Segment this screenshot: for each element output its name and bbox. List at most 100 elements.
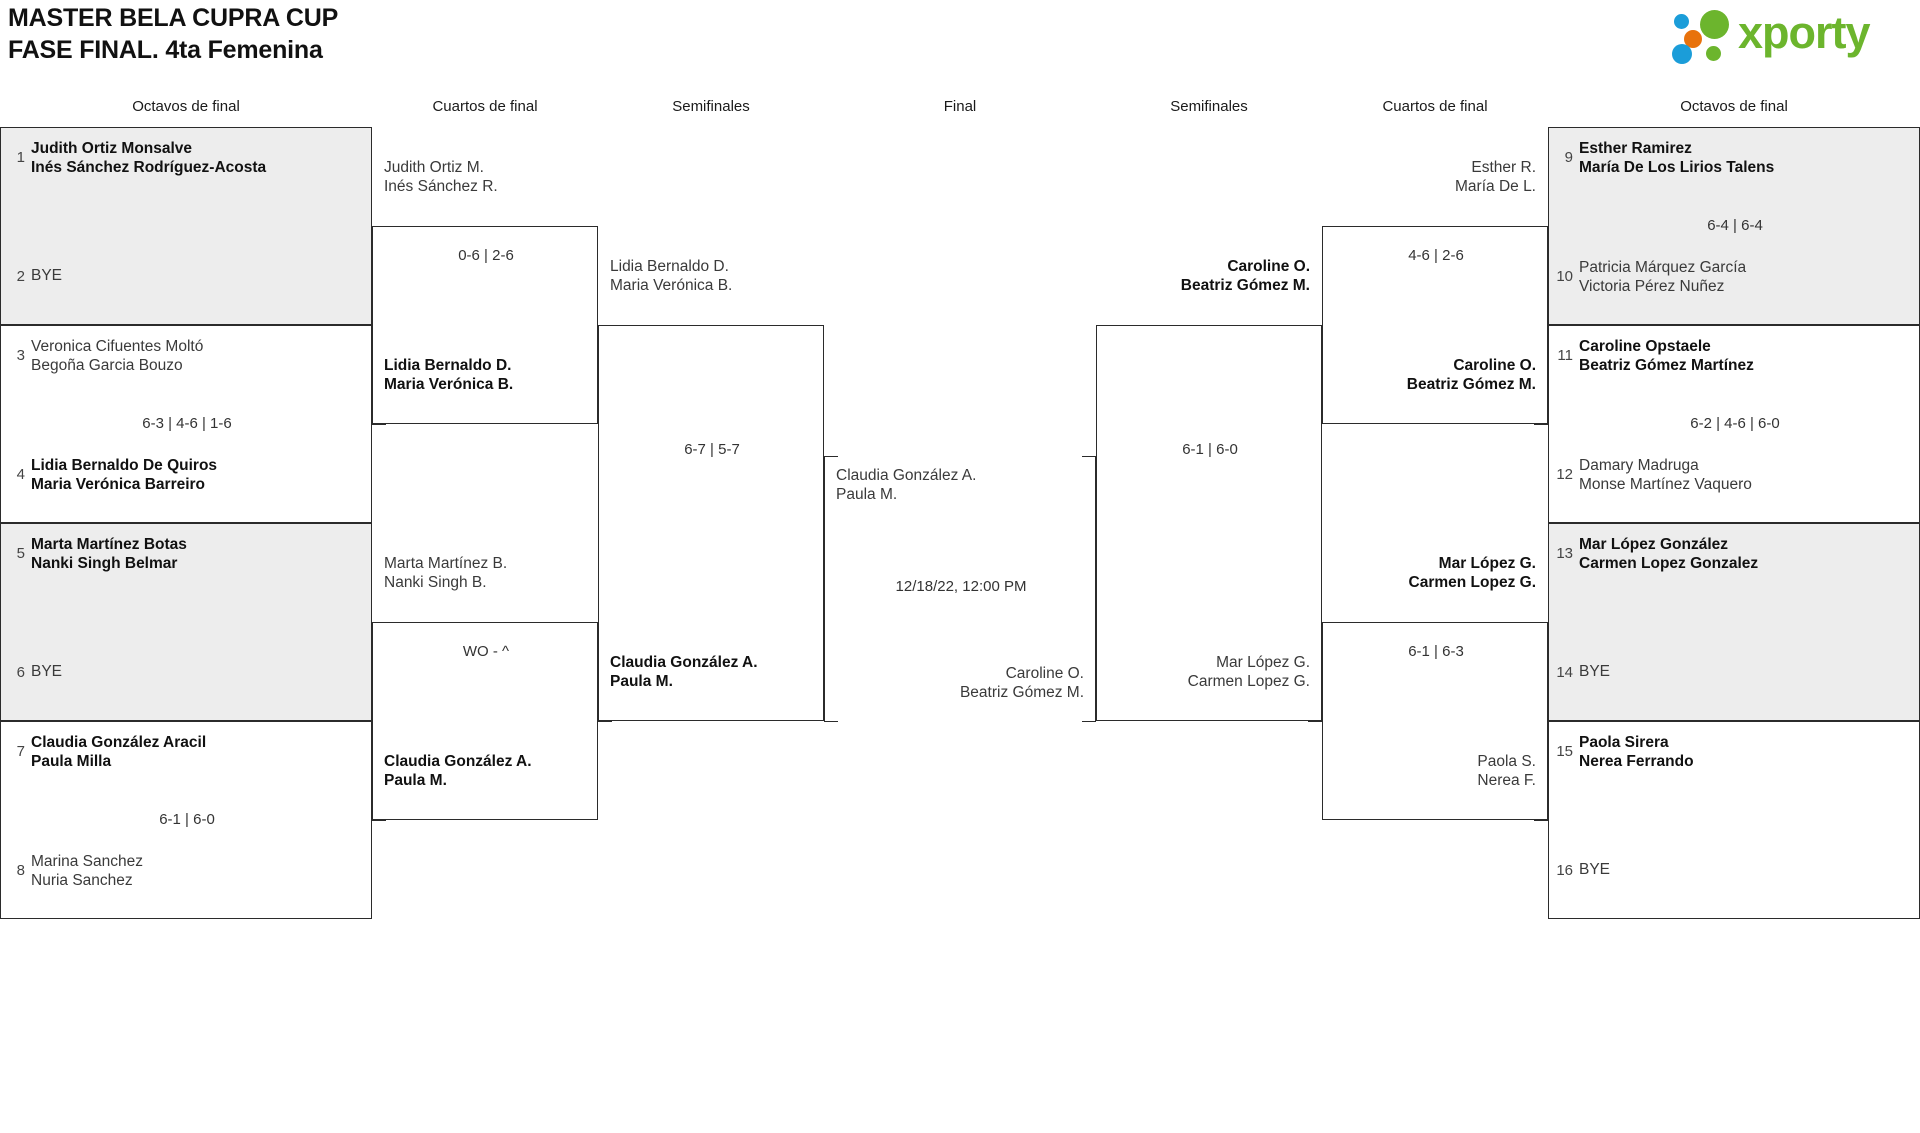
seed-number: 15	[1556, 743, 1573, 760]
team-name-top: Judith Ortiz Monsalve	[31, 140, 193, 157]
team-name-top: Caroline O.	[1227, 258, 1310, 275]
seed-number: 14	[1556, 664, 1573, 681]
match-box-right-r16-4[interactable]: 15 Paola Sirera Nerea Ferrando 16 BYE	[1548, 721, 1920, 919]
match-box-right-r16-2[interactable]: 11 Caroline Opstaele Beatriz Gómez Martí…	[1548, 325, 1920, 523]
connector-line	[824, 721, 838, 722]
team-name-top: Mar López G.	[1438, 555, 1536, 572]
team-name-bottom: Paola S.	[1477, 753, 1536, 770]
final-datetime: 12/18/22, 12:00 PM	[895, 578, 1027, 595]
team-partner-top: María De L.	[1455, 178, 1536, 195]
team-partner-bottom: Paula M.	[610, 673, 673, 690]
match-box-left-r16-4[interactable]: 7 Claudia González Aracil Paula Milla 6-…	[0, 721, 372, 919]
bye-label-bottom: BYE	[1579, 861, 1611, 878]
match-box-right-r16-1[interactable]: 9 Esther Ramirez María De Los Lirios Tal…	[1548, 127, 1920, 325]
seed-number: 11	[1557, 347, 1573, 364]
match-score: 6-1 | 6-0	[159, 811, 215, 828]
match-score: WO - ^	[462, 643, 510, 660]
team-name-top: Esther Ramirez	[1579, 140, 1692, 157]
match-score: 6-3 | 4-6 | 1-6	[142, 415, 232, 432]
round-header-right-sf: Semifinales	[1170, 98, 1248, 115]
seed-number: 6	[16, 664, 25, 681]
team-partner-top: Inés Sánchez Rodríguez-Acosta	[31, 159, 267, 176]
tournament-name: MASTER BELA CUPRA CUP	[8, 4, 339, 32]
team-partner-top: Beatriz Gómez M.	[1180, 277, 1310, 294]
connector-line	[1308, 721, 1322, 722]
tournament-phase: FASE FINAL. 4ta Femenina	[8, 36, 323, 64]
connector-line	[1082, 456, 1096, 457]
team-name-top: Veronica Cifuentes Moltó	[31, 338, 204, 355]
final-team-name-top: Claudia González A.	[836, 467, 977, 484]
match-box-left-r16-2[interactable]: 3 Veronica Cifuentes Moltó Begoña Garcia…	[0, 325, 372, 523]
final-team-name-bottom: Caroline O.	[1005, 665, 1084, 682]
xporty-logo: xporty	[1672, 6, 1912, 64]
team-name-top: Caroline Opstaele	[1579, 338, 1711, 355]
match-box-left-r16-1[interactable]: 1 Judith Ortiz Monsalve Inés Sánchez Rod…	[0, 127, 372, 325]
connector-line	[372, 226, 386, 227]
round-header-final: Final	[943, 98, 977, 115]
connector-line	[1534, 622, 1548, 623]
seed-number: 13	[1556, 545, 1573, 562]
team-partner-bottom: Nuria Sanchez	[31, 872, 133, 889]
match-box-right-qf-1[interactable]: 4-6 | 2-6	[1322, 226, 1548, 424]
seed-number: 3	[16, 347, 25, 364]
seed-number: 5	[16, 545, 25, 562]
team-partner-top: Nanki Singh Belmar	[31, 555, 178, 572]
team-name-bottom: Claudia González A.	[610, 654, 758, 671]
connector-line	[1082, 721, 1096, 722]
team-name-bottom: Lidia Bernaldo De Quiros	[31, 457, 218, 474]
team-partner-bottom: Nerea F.	[1477, 772, 1536, 789]
match-box-final[interactable]: 12/18/22, 12:00 PM	[824, 456, 1096, 721]
team-partner-top: Beatriz Gómez Martínez	[1579, 357, 1754, 374]
logo-dot-green-small	[1706, 46, 1721, 61]
connector-line	[1534, 226, 1548, 227]
team-partner-bottom: Beatriz Gómez M.	[1406, 376, 1536, 393]
team-name-top: Mar López González	[1579, 536, 1728, 553]
logo-dot-blue-small	[1674, 14, 1689, 29]
round-header-left-r16: Octavos de final	[132, 98, 240, 115]
team-partner-top: Maria Verónica B.	[610, 277, 733, 294]
team-partner-bottom: Monse Martínez Vaquero	[1579, 476, 1752, 493]
match-score: 6-1 | 6-3	[1408, 643, 1464, 660]
team-partner-top: Inés Sánchez R.	[384, 178, 498, 195]
team-name-bottom: Mar López G.	[1216, 654, 1310, 671]
match-score: 6-1 | 6-0	[1182, 441, 1238, 458]
team-name-top: Marta Martínez Botas	[31, 536, 187, 553]
team-name-top: Judith Ortiz M.	[384, 159, 484, 176]
round-header-right-r16: Octavos de final	[1680, 98, 1788, 115]
match-box-left-r16-3[interactable]: 5 Marta Martínez Botas Nanki Singh Belma…	[0, 523, 372, 721]
logo-dot-blue-large	[1672, 44, 1692, 64]
match-box-left-qf-2[interactable]: WO - ^	[372, 622, 598, 820]
connector-line	[1308, 325, 1322, 326]
team-name-bottom: Damary Madruga	[1579, 457, 1699, 474]
team-partner-bottom: Maria Verónica B.	[384, 376, 514, 393]
match-box-right-r16-3[interactable]: 13 Mar López González Carmen Lopez Gonza…	[1548, 523, 1920, 721]
team-name-bottom: Marina Sanchez	[31, 853, 144, 870]
team-partner-top: Paula Milla	[31, 753, 112, 770]
logo-dots-icon	[1672, 10, 1734, 64]
final-team-partner-top: Paula M.	[836, 486, 898, 503]
match-box-right-sf-1[interactable]: 6-1 | 6-0	[1096, 325, 1322, 721]
team-name-top: Marta Martínez B.	[384, 555, 508, 572]
match-box-left-sf-1[interactable]: 6-7 | 5-7	[598, 325, 824, 721]
team-partner-top: María De Los Lirios Talens	[1579, 159, 1775, 176]
team-partner-top: Carmen Lopez G.	[1408, 574, 1536, 591]
bye-label-bottom: BYE	[31, 663, 63, 680]
team-partner-bottom: Paula M.	[384, 772, 447, 789]
seed-number: 8	[16, 862, 25, 879]
round-header-left-sf: Semifinales	[672, 98, 750, 115]
team-name-bottom: Caroline O.	[1453, 357, 1536, 374]
connector-line	[372, 424, 386, 425]
round-header-right-qf: Cuartos de final	[1382, 98, 1488, 115]
team-partner-bottom: Maria Verónica Barreiro	[31, 476, 206, 493]
team-name-bottom: Lidia Bernaldo D.	[384, 357, 512, 374]
logo-wordmark: xporty	[1738, 7, 1871, 58]
match-box-left-qf-1[interactable]: 0-6 | 2-6	[372, 226, 598, 424]
seed-number: 1	[16, 149, 25, 166]
final-team-partner-bottom: Beatriz Gómez M.	[959, 684, 1084, 701]
connector-line	[372, 820, 386, 821]
team-name-top: Claudia González Aracil	[31, 734, 207, 751]
match-box-right-qf-2[interactable]: 6-1 | 6-3	[1322, 622, 1548, 820]
bye-label-bottom: BYE	[1579, 663, 1611, 680]
team-partner-bottom: Victoria Pérez Nuñez	[1579, 278, 1725, 295]
seed-number: 7	[16, 743, 25, 760]
